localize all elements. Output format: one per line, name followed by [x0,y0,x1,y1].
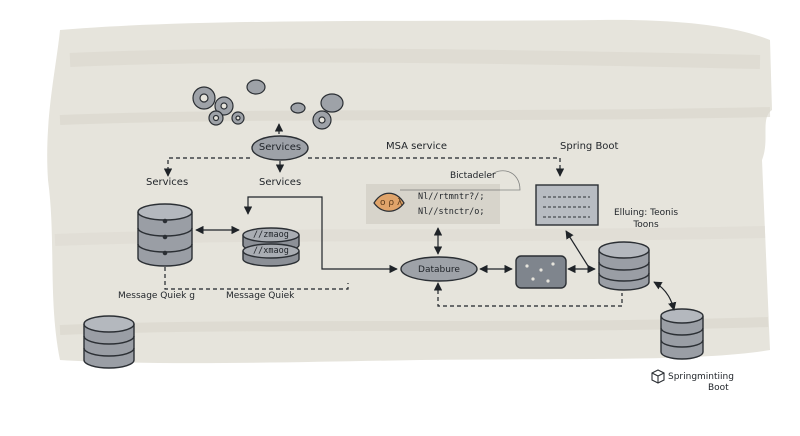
cloud-icon [246,79,344,114]
queue-top-label: //zmaog [253,230,289,240]
elluing-line-1: Elluing: Teonis [613,208,679,218]
database-label: Databure [418,265,460,275]
database-icon-left [137,203,193,267]
elluing-line-2: Toons [633,220,659,230]
lens-text: o ρ λ [380,198,403,208]
msa-service-label: MSA service [386,141,448,152]
services-left-label: Services [146,177,189,188]
message-quiek-g-label: Message Quiek g [118,291,195,301]
springminting-line-2: Boot [708,383,729,393]
services-node [251,135,309,161]
list-panel-icon [535,184,599,226]
database-icon-right [598,241,650,291]
connectors [163,123,677,311]
code-line-1: Nl//rtmntr?/; [418,192,485,202]
springminting-line-1: Springmintiing [668,372,734,382]
database-node [400,256,478,282]
services-node-label: Services [258,142,302,153]
spring-boot-label: Spring Boot [560,141,619,152]
gear-icon [192,86,332,130]
message-quiek-label: Message Quiek [226,291,295,301]
services-mid-label: Services [259,177,302,188]
queue-bottom-label: //xmaog [253,246,289,256]
bictadeler-label: Bictadeler [450,171,496,181]
cube-icon [651,369,665,384]
database-icon-far-right [660,308,704,360]
database-icon-bottom-left [83,315,135,369]
code-line-2: Nl//stnctr/o; [418,207,485,217]
processing-box [515,255,567,289]
